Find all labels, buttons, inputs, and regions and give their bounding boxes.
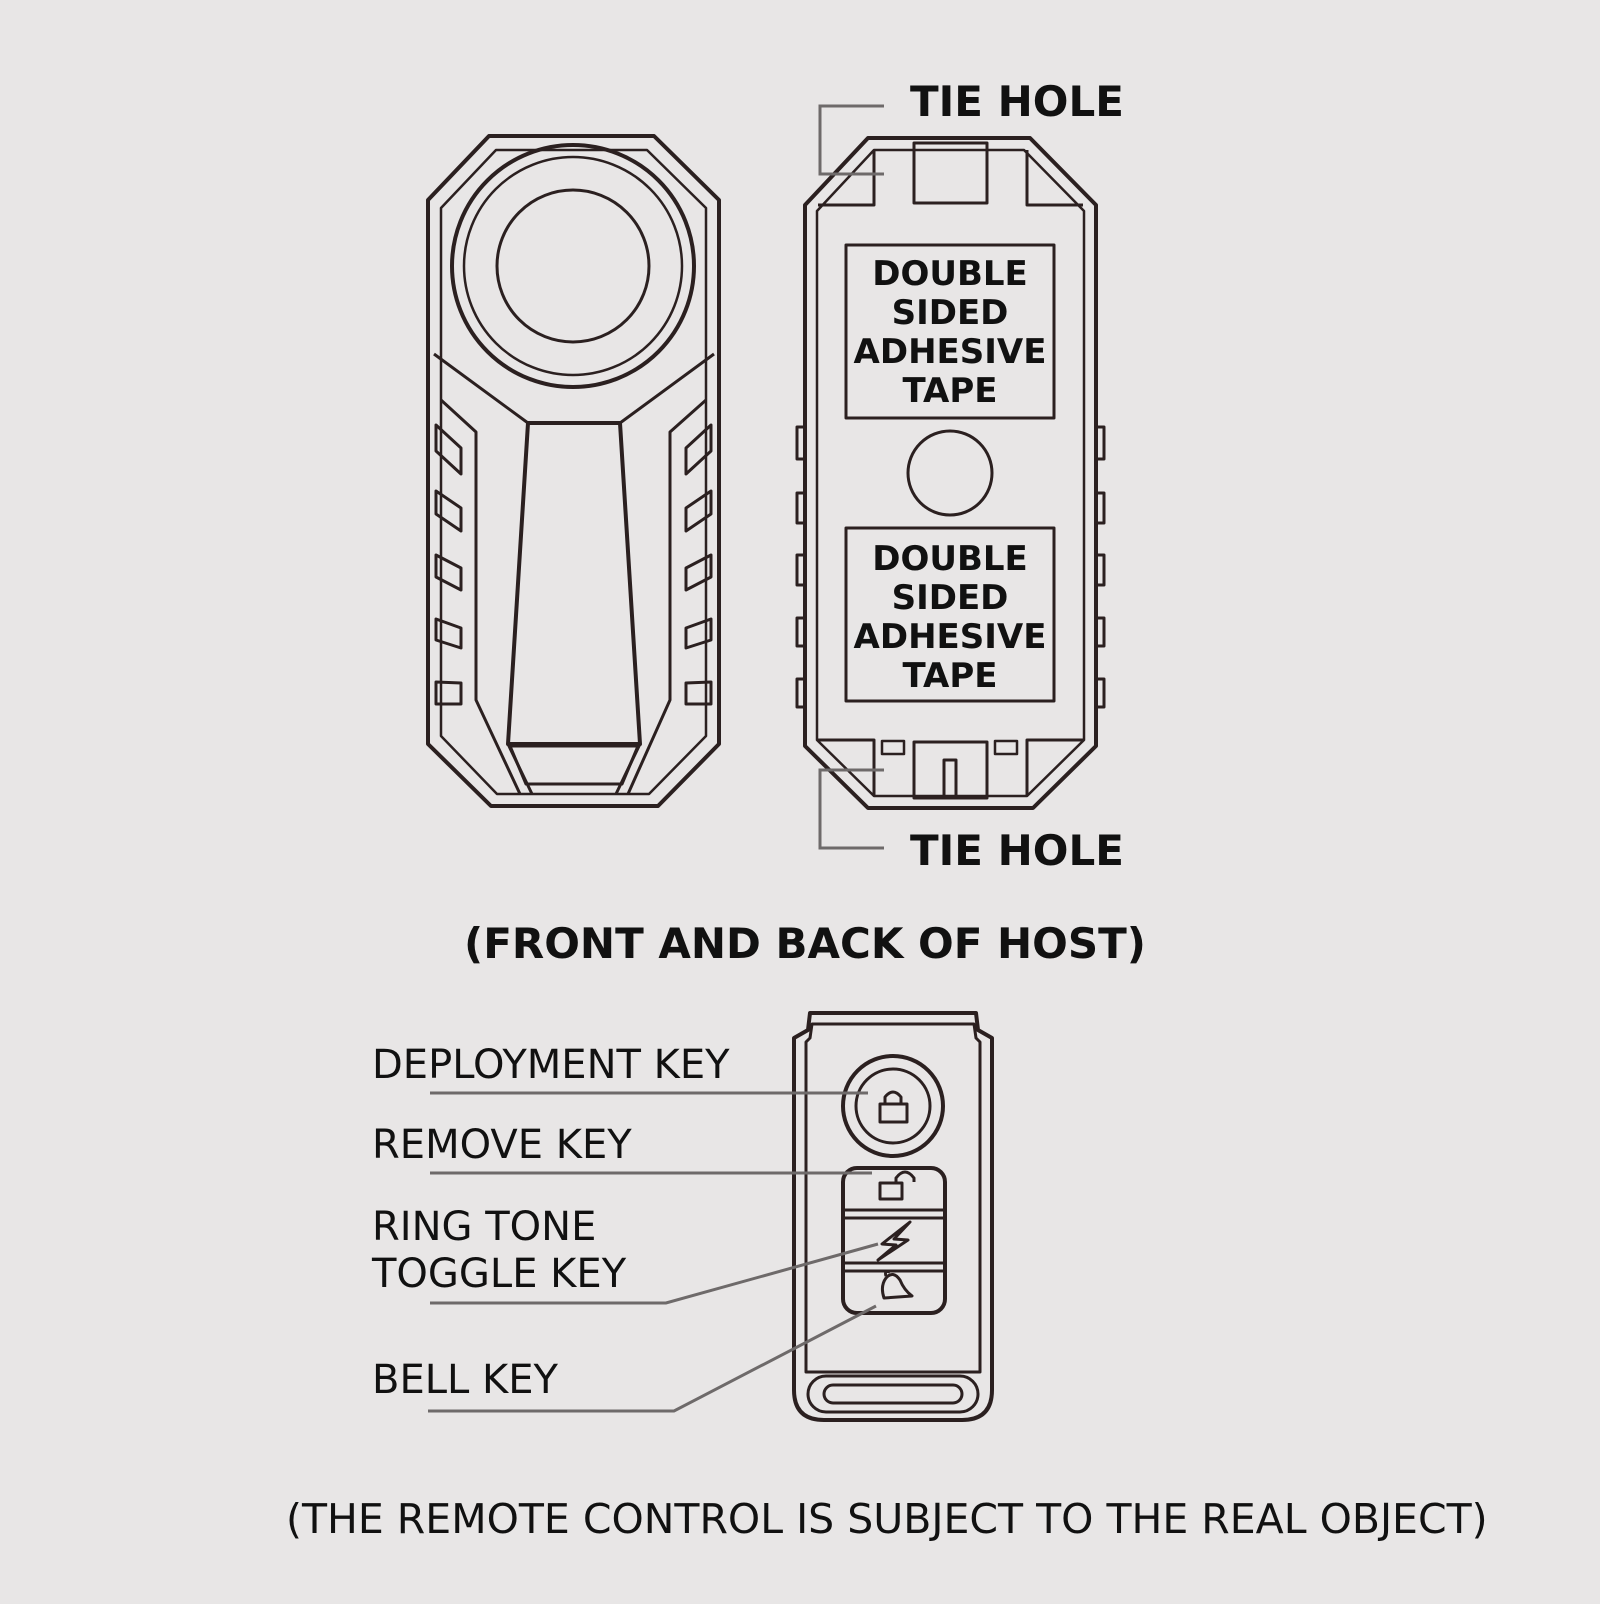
bell-key-label: BELL KEY	[372, 1357, 559, 1403]
lock-icon	[878, 1090, 909, 1124]
tie-hole-top-leader	[818, 104, 884, 176]
ring-tone-toggle-key-label-line-2: TOGGLE KEY	[371, 1251, 627, 1297]
host-front	[426, 134, 721, 808]
host-front-left-vents	[434, 423, 463, 706]
tie-hole-bottom-leader	[818, 768, 884, 850]
host-front-right-wing	[614, 352, 715, 795]
remote-body-outer	[792, 1011, 994, 1422]
remote-bottom-band	[806, 1374, 980, 1414]
lightning-icon	[876, 1220, 912, 1262]
host-back-bottom-cutout-right	[1025, 738, 1083, 796]
bell-icon	[880, 1270, 914, 1300]
remote-body-inner	[804, 1022, 982, 1374]
deployment-key-button	[841, 1054, 945, 1158]
ring-tone-toggle-key-leader	[430, 1242, 879, 1305]
host-caption: (FRONT AND BACK OF HOST)	[464, 919, 1146, 968]
host-back-left-tabs	[795, 425, 807, 709]
host-front-inner-shell	[439, 148, 708, 796]
tie-hole-bottom-hole	[942, 758, 958, 800]
tape-top-line-2: SIDED	[892, 293, 1009, 333]
host-back-bottom-cutout	[818, 738, 876, 796]
tie-hole-leaders	[818, 104, 884, 850]
tape-bottom-line-3: ADHESIVE	[854, 617, 1047, 657]
host-back-center-button	[906, 429, 994, 517]
host-front-outer-shell	[426, 134, 721, 808]
tape-bottom-line-1: DOUBLE	[872, 539, 1028, 579]
adhesive-tape-top-box	[844, 243, 1056, 420]
host-front-center-bar	[506, 421, 642, 746]
remove-key-label: REMOVE KEY	[372, 1122, 632, 1168]
deployment-key-ring	[854, 1067, 932, 1145]
host-back-clip-left	[880, 739, 906, 756]
tie-hole-bottom-slot	[912, 740, 989, 800]
adhesive-tape-bottom-box	[844, 526, 1056, 703]
host-back-clip-right	[993, 739, 1019, 756]
host-back-top-cutout-right	[1025, 150, 1083, 207]
host-front-left-wing	[433, 352, 534, 795]
tape-top-label: DOUBLE SIDED ADHESIVE TAPE	[854, 254, 1047, 411]
tape-top-line-3: ADHESIVE	[854, 332, 1047, 372]
deployment-key-label: DEPLOYMENT KEY	[372, 1042, 730, 1088]
speaker-outer-ring	[450, 143, 696, 389]
host-back-outer-shell	[803, 136, 1098, 810]
remote-labels: DEPLOYMENT KEY REMOVE KEY RING TONE TOGG…	[371, 1042, 730, 1403]
tape-top-line-1: DOUBLE	[872, 254, 1028, 294]
remote-leaders	[428, 1091, 879, 1413]
tie-hole-top-label: TIE HOLE	[910, 77, 1124, 126]
host-front-bottom-button	[508, 744, 640, 786]
host-back	[795, 136, 1106, 810]
host-back-right-tabs	[1094, 425, 1106, 709]
tape-bottom-label: DOUBLE SIDED ADHESIVE TAPE	[854, 539, 1047, 696]
tie-hole-top-slot	[912, 141, 989, 205]
speaker-middle-ring	[462, 155, 684, 377]
tape-bottom-line-2: SIDED	[892, 578, 1009, 618]
unlock-icon	[878, 1170, 916, 1201]
host-back-top-cutout	[818, 150, 876, 207]
host-back-inner-shell	[815, 148, 1086, 798]
ring-tone-toggle-key-label-line-1: RING TONE	[372, 1204, 596, 1250]
remote-control	[792, 1011, 994, 1422]
remote-key-ring-slot	[822, 1383, 964, 1405]
remote-key-pad	[841, 1166, 947, 1315]
footer-note: (THE REMOTE CONTROL IS SUBJECT TO THE RE…	[286, 1495, 1488, 1543]
tape-bottom-line-4: TAPE	[902, 656, 997, 696]
bell-key-leader	[428, 1304, 877, 1413]
speaker-grille	[495, 188, 651, 344]
tie-hole-bottom-label: TIE HOLE	[910, 826, 1124, 875]
tape-top-line-4: TAPE	[902, 371, 997, 411]
host-front-right-vents	[684, 423, 713, 706]
